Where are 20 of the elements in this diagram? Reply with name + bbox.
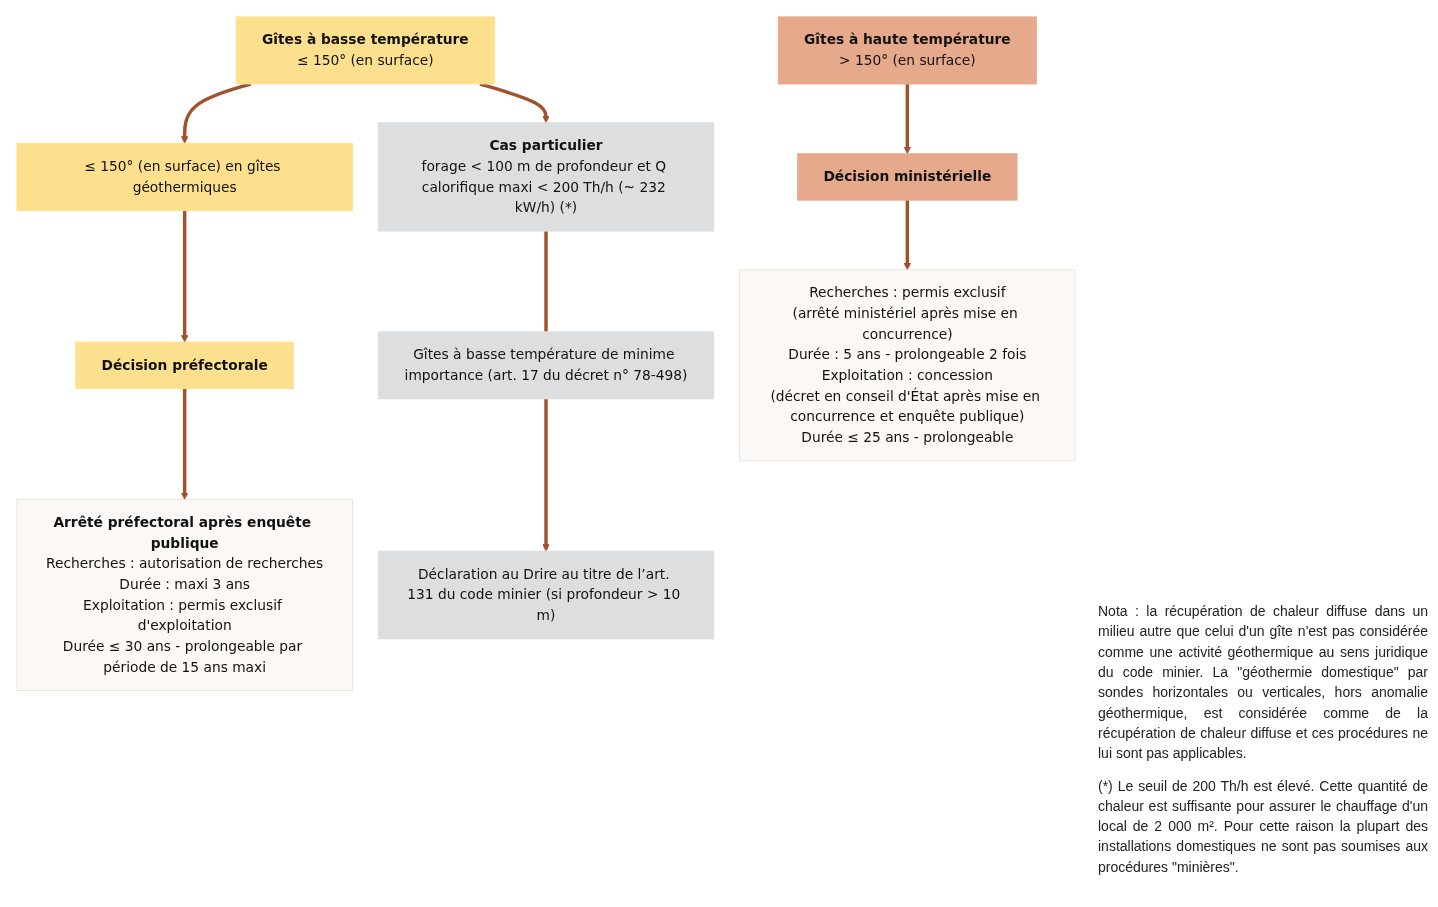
arrow — [180, 388, 189, 500]
arrow — [542, 398, 550, 552]
node-box: Gîtes à basse température de minime importance (art. 17 du décret n° 78-498) — [377, 331, 715, 400]
arrow — [479, 82, 550, 124]
note-text: (*) Le seuil de 200 Th/h est élevé. Cette quantité de chaleur est suffisante pour assurer le chauffage d'un local de 2 000 m². Pour cette raison la plupart des installations domestiques ne sont pas soumises aux procédures "minières". — [1098, 776, 1428, 877]
node-box: Décision préfectorale — [75, 341, 294, 389]
node-box: Déclaration au Drire au titre de l’art. 131 du code minier (si profondeur > 10 m) — [377, 550, 715, 640]
arrow — [903, 200, 912, 271]
node-box: Gîtes à basse température ≤ 150° (en surface) — [235, 16, 495, 85]
node-box: Recherches : permis exclusif (arrêté ministériel après mise en concurrence) Durée : 5 ans - prolongeable 2 fois Exploitation : concession (décret en conseil d'État après mise en concurrence et enquête publique) Durée ≤ 25 ans - prolongeable — [739, 269, 1076, 462]
node-box: Arrêté préfectoral après enquête publique Recherches : autorisation de recherches Durée : maxi 3 ans Exploitation : permis exclusif d'exploitation Durée ≤ 30 ans - prolongeable par période de 15 ans maxi — [16, 499, 353, 691]
node-box: Gîtes à haute température > 150° (en surface) — [777, 16, 1037, 85]
node-box: Décision ministérielle — [797, 153, 1018, 201]
arrow — [903, 84, 912, 154]
note-text: Nota : la récupération de chaleur diffuse dans un milieu autre que celui d'un gîte n'est pas considérée comme une activité géothermique au sens juridique du code minier. La "géothermie domestique" par sondes horizontales ou verticales, hors anomalie géothermique, est considérée comme de la récupération de chaleur diffuse et ces procédures ne lui sont pas applicables. — [1098, 602, 1428, 764]
node-box: ≤ 150° (en surface) en gîtes géothermiques — [16, 142, 353, 211]
arrow — [180, 210, 189, 343]
connector — [544, 231, 548, 332]
node-box: Cas particulier forage < 100 m de profondeur et Q calorifique maxi < 200 Th/h (~ 232 kW/h) (*) — [377, 122, 715, 232]
arrow — [180, 82, 252, 144]
